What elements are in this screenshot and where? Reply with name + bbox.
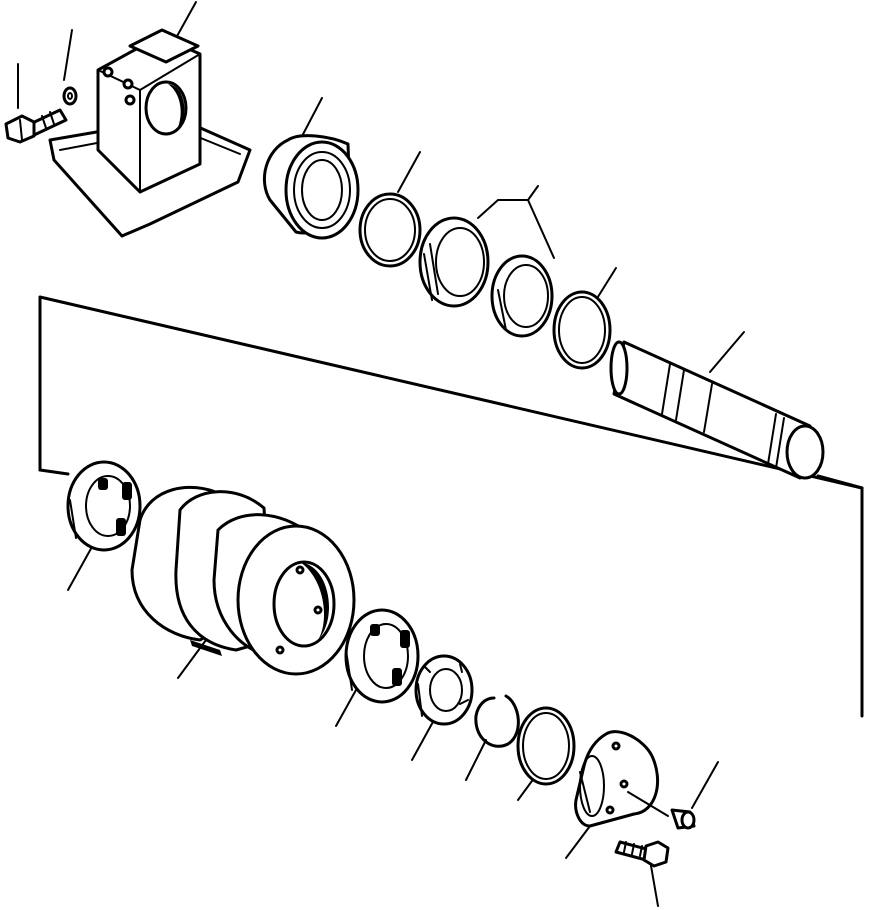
collar-icon [262, 134, 360, 240]
o-ring-icon [358, 192, 422, 268]
leader-lines [17, 1, 745, 907]
support-bracket-icon [48, 28, 252, 238]
snap-ring-icon [474, 694, 520, 748]
shaft-icon [609, 340, 825, 480]
floating-seal-icon [418, 216, 554, 338]
plug-icon [627, 791, 696, 830]
track-roller-icon [130, 485, 356, 676]
lock-nut-icon [414, 654, 474, 726]
washer-icon [62, 86, 78, 106]
cover-plate-icon [574, 730, 660, 828]
hex-bolt-icon [614, 840, 670, 868]
roller-bearing-icon [66, 460, 142, 552]
assembly-bracket-lines [38, 295, 864, 718]
o-ring-icon [552, 290, 612, 370]
o-ring-icon [516, 706, 576, 786]
roller-bearing-icon [344, 608, 420, 704]
hex-bolt-icon [4, 108, 68, 144]
